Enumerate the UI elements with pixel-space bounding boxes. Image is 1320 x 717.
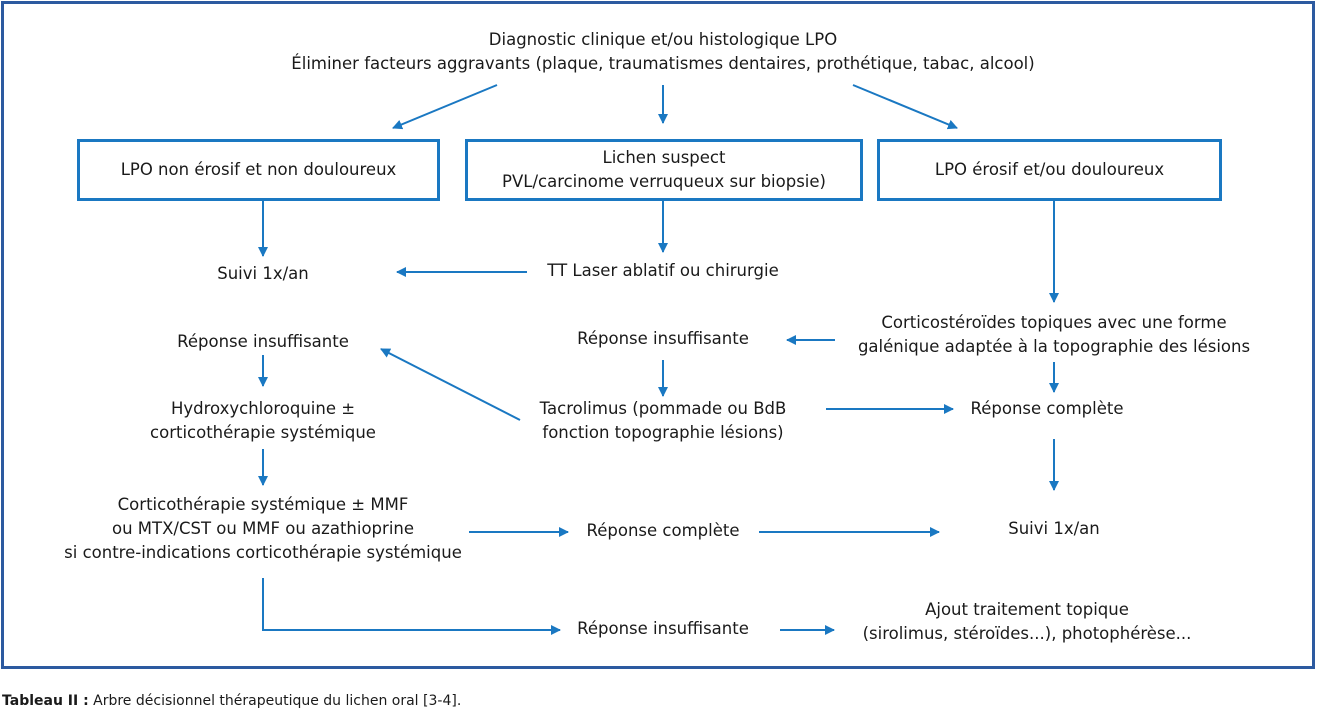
reponse-complete-right-text: Réponse complète [970,399,1124,418]
tacrolimus-line1: Tacrolimus (pommade ou BdB [539,399,787,418]
node-suivi-right: Suivi 1x/an [1008,517,1100,541]
box-erosive-label: LPO érosif et/ou douloureux [934,160,1165,179]
cortico-topiques-line2: galénique adaptée à la topographie des l… [857,337,1251,356]
root-node: Diagnostic clinique et/ou histologique L… [291,28,1034,76]
cortico-sys-line1: Corticothérapie systémique ± MMF [117,495,409,514]
node-reponse-insuff-mid: Réponse insuffisante [577,327,749,351]
node-reponse-insuff-bottom: Réponse insuffisante [577,617,749,641]
node-suivi-left: Suivi 1x/an [217,262,309,286]
reponse-insuff-left-text: Réponse insuffisante [177,332,349,351]
cortico-topiques-line1: Corticostéroïdes topiques avec une forme [881,313,1227,332]
box-erosive: LPO érosif et/ou douloureux [877,139,1222,201]
figure-caption: Tableau II : Arbre décisionnel thérapeut… [2,693,461,709]
caption-label: Tableau II : [2,693,89,709]
tt-laser-text: TT Laser ablatif ou chirurgie [547,261,779,280]
suivi-right-text: Suivi 1x/an [1008,519,1100,538]
hydroxy-line2: corticothérapie systémique [150,423,376,442]
tacrolimus-line2: fonction topographie lésions) [542,423,784,442]
diagram-frame [1,1,1315,669]
reponse-insuff-mid-text: Réponse insuffisante [577,329,749,348]
node-hydroxy: Hydroxychloroquine ± corticothérapie sys… [150,397,376,445]
root-line2: Éliminer facteurs aggravants (plaque, tr… [291,54,1035,73]
ajout-line2: (sirolimus, stéroïdes...), photophérèse.… [862,624,1192,643]
node-tacrolimus: Tacrolimus (pommade ou BdB fonction topo… [540,397,787,445]
node-reponse-complete-right: Réponse complète [971,397,1124,421]
node-reponse-complete-bottom: Réponse complète [587,519,740,543]
hydroxy-line1: Hydroxychloroquine ± [170,399,356,418]
caption-text: Arbre décisionnel thérapeutique du liche… [88,693,462,709]
box-non-erosive-label: LPO non érosif et non douloureux [120,160,397,179]
cortico-sys-line2: ou MTX/CST ou MMF ou azathioprine [111,519,415,538]
reponse-insuff-bottom-text: Réponse insuffisante [577,619,749,638]
reponse-complete-bottom-text: Réponse complète [586,521,740,540]
node-ajout: Ajout traitement topique (sirolimus, sté… [863,598,1192,646]
suivi-left-text: Suivi 1x/an [217,264,309,283]
ajout-line1: Ajout traitement topique [925,600,1129,619]
root-line1: Diagnostic clinique et/ou histologique L… [488,30,838,49]
cortico-sys-line3: si contre-indications corticothérapie sy… [64,543,462,562]
box-non-erosive: LPO non érosif et non douloureux [77,139,440,201]
box-suspect-line2: PVL/carcinome verruqueux sur biopsie) [502,172,826,191]
node-cortico-topiques: Corticostéroïdes topiques avec une forme… [858,311,1250,359]
node-reponse-insuff-left: Réponse insuffisante [177,330,349,354]
box-suspect-line1: Lichen suspect [602,148,726,167]
node-tt-laser: TT Laser ablatif ou chirurgie [547,259,778,283]
node-cortico-sys: Corticothérapie systémique ± MMF ou MTX/… [64,493,462,565]
box-suspect-lichen: Lichen suspect PVL/carcinome verruqueux … [465,139,863,201]
